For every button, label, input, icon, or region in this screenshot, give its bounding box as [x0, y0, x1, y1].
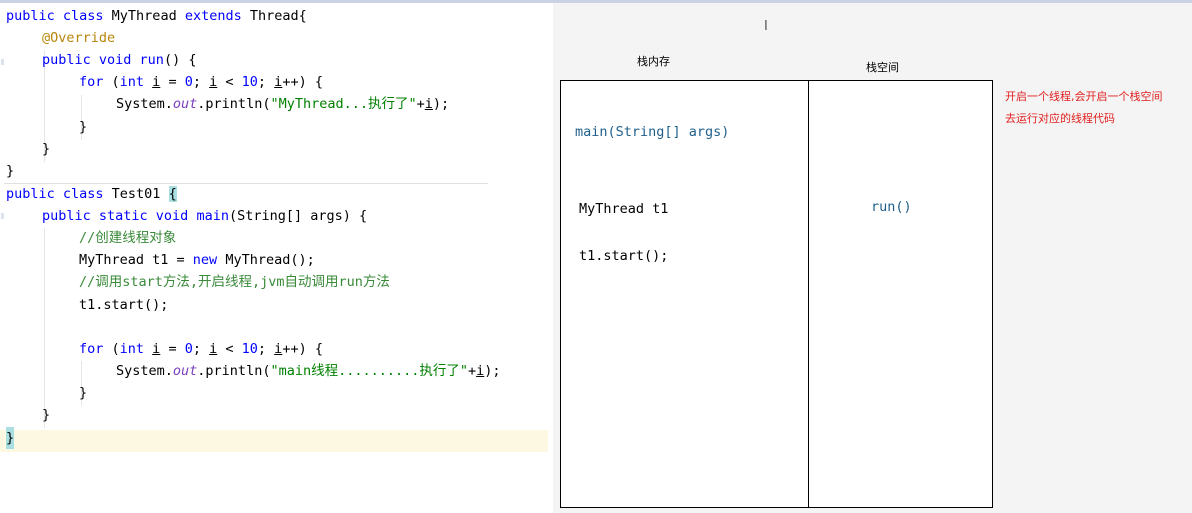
code-token: @Override [42, 30, 116, 46]
code-token: MyThread [111, 8, 185, 24]
gutter-marker [1, 213, 4, 219]
code-token: < [217, 74, 242, 90]
code-token: out [172, 363, 198, 379]
code-token: System. [116, 363, 173, 379]
code-token: i [209, 341, 218, 357]
indent-guide [44, 228, 45, 428]
code-token: public class [6, 8, 112, 24]
code-token: ; [257, 341, 275, 357]
code-token: i [476, 363, 485, 379]
gutter-marker [1, 59, 4, 65]
code-token: for [79, 341, 112, 357]
code-token: ( [111, 74, 120, 90]
code-line-6: } [79, 119, 88, 135]
code-token: ++) { [282, 74, 323, 90]
code-token: ; [192, 341, 210, 357]
code-token: { [168, 186, 177, 202]
code-token: MyThread t1 = [79, 252, 193, 268]
code-line-18: } [42, 407, 51, 423]
code-line-8: } [6, 163, 15, 179]
code-editor[interactable]: public class MyThread extends Thread{ @O… [0, 3, 553, 513]
code-token: int [119, 74, 153, 90]
code-token: main [196, 208, 229, 224]
code-line-12: MyThread t1 = new MyThread(); [79, 249, 315, 271]
code-line-10: public static void main(String[] args) { [42, 205, 367, 227]
code-line-15: for (int i = 0; i < 10; i++) { [79, 338, 323, 360]
code-token: public static void [42, 208, 197, 224]
stack-space-title: 栈空间 [866, 61, 899, 74]
code-token: int [119, 341, 153, 357]
indent-guide [81, 361, 82, 406]
code-token: + [468, 363, 477, 379]
code-token: ); [484, 363, 501, 379]
code-token: System. [116, 96, 173, 112]
code-line-4: for (int i = 0; i < 10; i++) { [79, 71, 323, 93]
indent-guide [81, 95, 82, 140]
code-token: .println( [197, 363, 271, 379]
code-token: < [217, 341, 242, 357]
code-line-16: System.out.println("main线程..........执行了"… [116, 360, 501, 382]
code-line-5: System.out.println("MyThread...执行了"+i); [116, 93, 449, 115]
code-token: ; [192, 74, 210, 90]
stack-memory-box: main(String[] args) MyThread t1 t1.start… [560, 80, 810, 508]
code-token: i [152, 341, 161, 357]
code-token: Thread{ [249, 8, 307, 24]
code-token: = [160, 74, 185, 90]
code-token: new [192, 252, 226, 268]
main-signature: main(String[] args) [575, 124, 730, 140]
current-line-highlight [0, 430, 548, 452]
code-token: ( [111, 341, 120, 357]
code-line-7: } [42, 141, 51, 157]
text-cursor-icon: I [764, 19, 768, 34]
code-token: ++) { [282, 341, 323, 357]
top-border [0, 0, 1192, 3]
code-token: "main线程..........执行了" [270, 363, 468, 379]
mythread-declaration: MyThread t1 [579, 201, 669, 217]
code-token: i [274, 74, 283, 90]
stack-space-box: run() [808, 80, 993, 508]
code-line-11: //创建线程对象 [79, 230, 177, 246]
code-token: i [152, 74, 161, 90]
code-token: .println( [197, 96, 271, 112]
run-call: run() [871, 199, 912, 215]
code-token: 10 [241, 341, 258, 357]
code-token: 10 [241, 74, 258, 90]
code-token: (String[] args) { [228, 208, 368, 224]
code-token: run [139, 52, 164, 68]
code-token: i [274, 341, 283, 357]
code-token: 0 [184, 341, 193, 357]
code-token: i [424, 96, 433, 112]
code-token: + [416, 96, 425, 112]
code-token: MyThread(); [225, 252, 315, 268]
thread-note-line-2: 去运行对应的线程代码 [1005, 112, 1115, 125]
code-line-19: } [6, 427, 15, 449]
code-token: () { [163, 52, 197, 68]
class-separator [4, 183, 488, 184]
indent-guide [44, 50, 45, 162]
code-line-9: public class Test01 { [6, 183, 177, 205]
code-token: public void [42, 52, 140, 68]
thread-note-line-1: 开启一个线程,会开启一个栈空间 [1005, 90, 1163, 103]
code-token: = [160, 341, 185, 357]
code-token: Test01 [111, 186, 169, 202]
code-token: i [209, 74, 218, 90]
code-token: public class [6, 186, 112, 202]
code-token: ; [257, 74, 275, 90]
stack-memory-title: 栈内存 [637, 55, 670, 68]
code-token: for [79, 74, 112, 90]
code-token: ); [432, 96, 450, 112]
code-line-17: } [79, 385, 88, 401]
code-line-13: //调用start方法,开启线程,jvm自动调用run方法 [79, 274, 390, 290]
code-token: 0 [184, 74, 193, 90]
code-line-1: public class MyThread extends Thread{ [6, 5, 307, 27]
code-token: "MyThread...执行了" [270, 96, 417, 112]
start-call: t1.start(); [579, 248, 669, 264]
code-line-2: @Override [42, 27, 115, 49]
code-token: extends [184, 8, 250, 24]
code-token: out [172, 96, 198, 112]
code-line-14: t1.start(); [79, 297, 169, 313]
code-line-3: public void run() { [42, 49, 196, 71]
